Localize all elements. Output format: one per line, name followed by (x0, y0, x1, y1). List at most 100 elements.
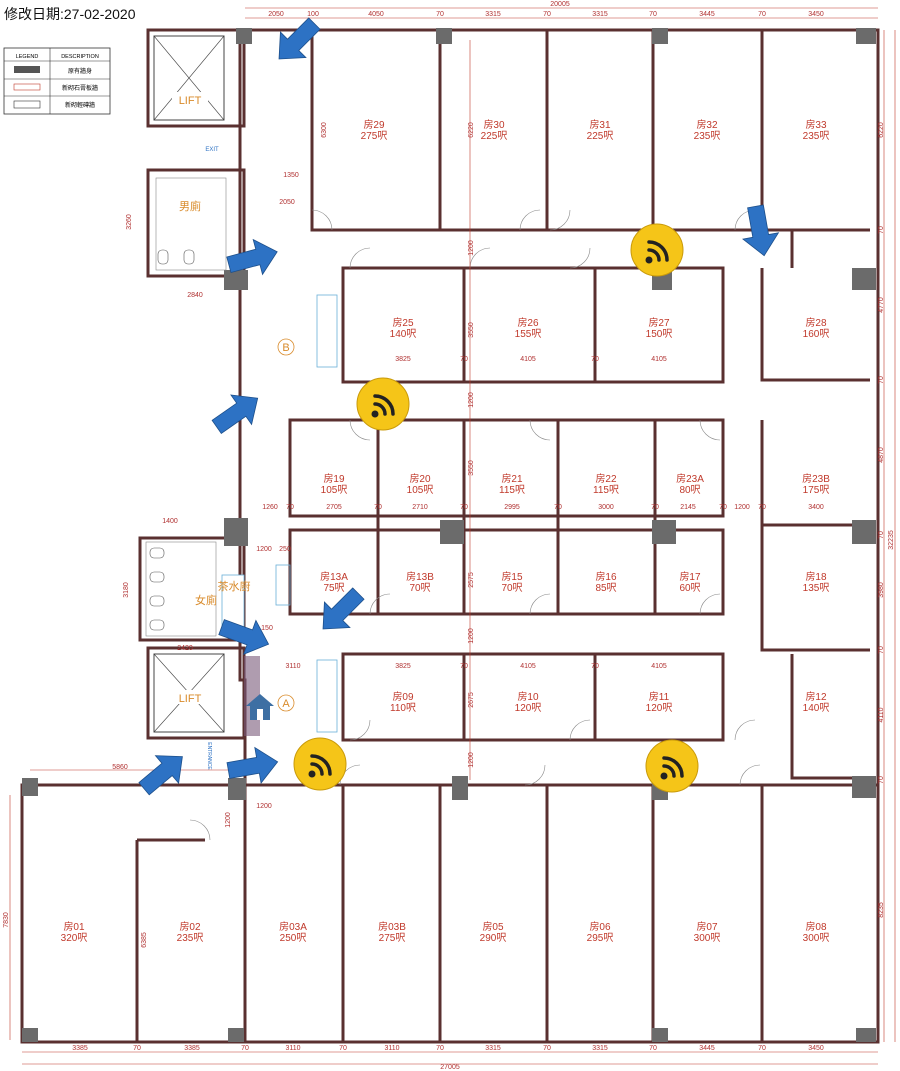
legend-row-existing-wall: 原有牆身 (68, 67, 92, 75)
dim-bottom: 70 (241, 1045, 249, 1052)
room-name: 房28 (805, 316, 827, 329)
dim-row19: 70 (719, 504, 727, 511)
legend-table: LEGEND DESCRIPTION 原有牆身 新砌石膏板牆 新砌輕磚牆 (3, 47, 111, 115)
dim-right: 8235 (878, 902, 885, 918)
room-labels: 房29275呎房30225呎房31225呎房32235呎房33235呎房2514… (61, 118, 831, 944)
dim-misc: 2675 (468, 692, 475, 708)
room-area: 320呎 (61, 933, 88, 944)
dim-row19: 2995 (504, 504, 520, 511)
dim-row19: 70 (286, 504, 294, 511)
dim-top: 2050 (268, 11, 284, 18)
feature-wall (244, 656, 260, 736)
room-area: 115呎 (499, 485, 525, 496)
room-name: 房11 (649, 690, 670, 703)
direction-arrow-icon (226, 746, 279, 784)
dim-row09: 3110 (285, 663, 300, 670)
dim-row25: 4105 (651, 356, 667, 363)
dim-misc: 5860 (112, 764, 128, 771)
room-area: 110呎 (390, 703, 416, 714)
dim-bottom: 3385 (72, 1045, 88, 1052)
zone-a-marker: A (277, 694, 295, 712)
legend-col-legend: LEGEND (16, 54, 39, 60)
dim-misc: 3550 (468, 322, 475, 338)
zone-b-label: B (282, 342, 289, 354)
dim-bottom: 70 (339, 1045, 347, 1052)
room-area: 105呎 (321, 485, 348, 496)
pantry-label: 茶水廚 (218, 579, 251, 593)
dim-row19: 1260 (262, 504, 278, 511)
dim-bottom: 3315 (592, 1045, 608, 1052)
dim-row09: 4105 (520, 663, 536, 670)
direction-arrow-icon (226, 238, 278, 276)
room-area: 235呎 (803, 131, 830, 142)
dim-top-total: 20005 (550, 1, 570, 8)
dim-top: 70 (649, 11, 657, 18)
dim-bottom: 70 (543, 1045, 551, 1052)
dim-row19: 2145 (680, 504, 696, 511)
room-name: 房06 (589, 920, 611, 933)
dim-top: 70 (758, 11, 766, 18)
dim-row19: 70 (651, 504, 659, 511)
entrance-label: ENTRANCE (206, 742, 212, 770)
room-name: 房26 (517, 316, 539, 329)
dim-left: 3180 (123, 582, 130, 598)
direction-arrow-icon (322, 587, 365, 630)
womens-toilet: 女廁 (145, 541, 217, 637)
bench (275, 564, 291, 606)
room-area: 70呎 (409, 583, 430, 594)
room-area: 275呎 (361, 131, 388, 142)
dim-row25: 3825 (395, 356, 411, 363)
lift-label-lower: LIFT (179, 693, 202, 705)
dim-misc: 2840 (187, 292, 203, 299)
direction-arrow-icon (278, 17, 321, 60)
direction-arrow-icon (211, 394, 259, 435)
dim-misc: 1200 (256, 546, 272, 553)
wifi-icon (630, 223, 684, 277)
room-area: 250呎 (280, 933, 307, 944)
dim-misc: 150 (261, 625, 273, 632)
room-area: 85呎 (595, 583, 616, 594)
exit-label: EXIT (205, 147, 219, 153)
room-area: 160呎 (803, 329, 830, 340)
dim-row09: 70 (460, 663, 468, 670)
reception-counter-b (316, 294, 338, 368)
dim-top: 3315 (485, 11, 501, 18)
room-area: 235呎 (694, 131, 721, 142)
doors (189, 209, 761, 841)
legend-row-gypsum-wall: 新砌石膏板牆 (62, 84, 98, 92)
room-area: 140呎 (390, 329, 417, 340)
dim-row19: 3000 (598, 504, 614, 511)
room-area: 150呎 (646, 329, 673, 340)
dim-misc: 1400 (162, 518, 178, 525)
room-area: 75呎 (323, 583, 344, 594)
revision-date: 修改日期:27-02-2020 (4, 6, 136, 22)
room-name: 房21 (501, 472, 523, 485)
dim-misc: 6385 (141, 932, 148, 948)
dim-bottom: 70 (133, 1045, 141, 1052)
room-name: 房03B (378, 920, 406, 933)
dim-bottom: 3315 (485, 1045, 501, 1052)
room-name: 房32 (696, 118, 718, 131)
dim-row19: 70 (460, 504, 468, 511)
room-name: 房29 (363, 118, 385, 131)
dim-top: 70 (543, 11, 551, 18)
room-name: 房18 (805, 570, 827, 583)
dim-right: 70 (878, 376, 885, 384)
dim-misc: 1200 (468, 392, 475, 408)
legend-row-light-brick-wall: 新砌輕磚牆 (65, 101, 95, 109)
dim-row19: 2710 (412, 504, 428, 511)
dim-right: 6220 (878, 122, 885, 138)
dim-row19: 70 (554, 504, 562, 511)
direction-arrow-icon (138, 755, 183, 796)
wifi-icon (645, 739, 699, 793)
dim-bottom: 3110 (384, 1045, 399, 1052)
dim-row09: 4105 (651, 663, 667, 670)
room-name: 房13B (406, 570, 434, 583)
room-area: 60呎 (679, 583, 700, 594)
room-area: 140呎 (803, 703, 830, 714)
dim-row19: 1200 (734, 504, 750, 511)
dim-misc: 3550 (468, 460, 475, 476)
room-name: 房23B (802, 472, 830, 485)
room-area: 235呎 (177, 933, 204, 944)
dim-top: 3445 (699, 11, 715, 18)
